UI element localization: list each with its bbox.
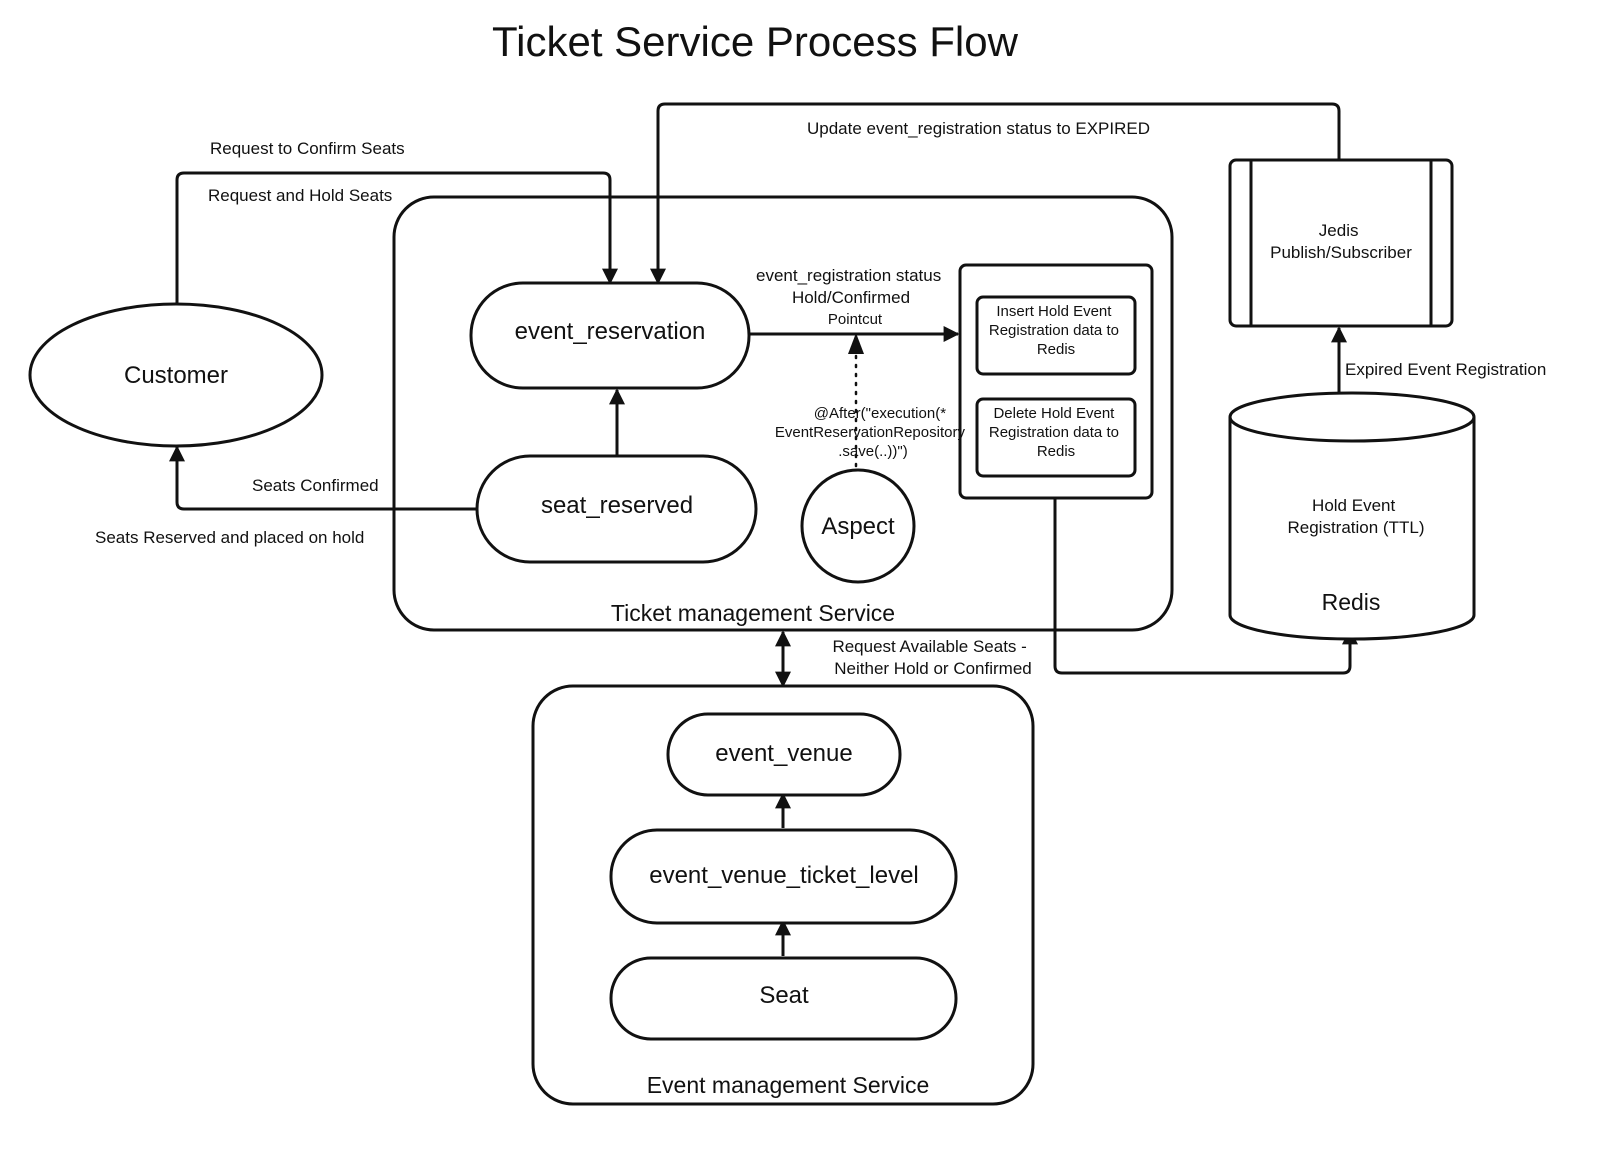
delete-hold-node xyxy=(975,397,1137,478)
redis-content-line-2: Registration (TTL) xyxy=(1288,518,1425,537)
seat-node xyxy=(609,956,958,1041)
delete-hold-line-1: Delete Hold Event xyxy=(993,405,1115,422)
event-venue-node xyxy=(666,712,902,797)
request-available-line-1: Request Available Seats - xyxy=(832,637,1026,656)
insert-hold-line-2: Registration data to xyxy=(989,322,1119,339)
aspect-expression-line-1: @After("execution(* xyxy=(814,405,946,422)
edge-seats-confirmed xyxy=(169,445,477,511)
status-line-1: event_registration status xyxy=(756,266,941,285)
label-expired-event-registration: Expired Event Registration xyxy=(1345,360,1546,379)
label-request-confirm-seats: Request to Confirm Seats xyxy=(210,139,405,158)
label-status-hold-confirmed: event_registration status Hold/Confirmed xyxy=(756,266,946,307)
insert-hold-line-1: Insert Hold Event xyxy=(996,303,1112,320)
aspect-expression-line-3: .save(..))") xyxy=(838,443,908,460)
insert-hold-node xyxy=(975,295,1137,376)
edge-request-confirm-seats xyxy=(175,171,618,305)
label-aspect-expression: @After("execution(* EventReservationRepo… xyxy=(775,405,969,460)
label-request-hold-seats: Request and Hold Seats xyxy=(208,186,392,205)
event-reservation-node xyxy=(469,281,751,390)
label-request-available-seats: Request Available Seats - Neither Hold o… xyxy=(832,637,1031,678)
ticket-management-service-label: Ticket management Service xyxy=(611,600,895,626)
redis-label: Redis xyxy=(1322,589,1381,615)
redis-content-label: Hold Event Registration (TTL) xyxy=(1288,496,1425,537)
insert-hold-line-3: Redis xyxy=(1037,341,1075,358)
customer-node xyxy=(28,302,324,448)
edge-update-expired xyxy=(650,102,1341,285)
seat-label: Seat xyxy=(759,982,809,1009)
redis-content-line-1: Hold Event xyxy=(1312,496,1395,515)
aspect-node xyxy=(800,468,916,584)
label-seats-reserved-hold: Seats Reserved and placed on hold xyxy=(95,528,364,547)
jedis-node xyxy=(1228,158,1454,328)
diagram-title: Ticket Service Process Flow xyxy=(492,18,1019,65)
event-management-service-label: Event management Service xyxy=(647,1072,930,1098)
event-venue-label: event_venue xyxy=(715,740,852,767)
label-seats-confirmed: Seats Confirmed xyxy=(252,476,379,495)
seat-reserved-node xyxy=(475,454,758,564)
status-line-2: Hold/Confirmed xyxy=(792,288,910,307)
redis-database-node xyxy=(1228,417,1476,641)
delete-hold-label: Delete Hold Event Registration data to R… xyxy=(989,405,1123,460)
event-venue-ticket-level-node xyxy=(609,828,958,925)
edge-redis-actions-to-redis xyxy=(1053,493,1358,675)
aspect-expression-line-2: EventReservationRepository xyxy=(775,424,966,441)
delete-hold-line-2: Registration data to xyxy=(989,424,1119,441)
jedis-line-2: Publish/Subscriber xyxy=(1270,243,1412,262)
label-pointcut: Pointcut xyxy=(828,311,883,328)
request-available-line-2: Neither Hold or Confirmed xyxy=(834,659,1031,678)
redis-database-top xyxy=(1228,391,1476,443)
customer-label: Customer xyxy=(124,362,228,389)
pointcut-arrowhead xyxy=(848,333,864,354)
label-update-expired: Update event_registration status to EXPI… xyxy=(807,119,1150,138)
delete-hold-line-3: Redis xyxy=(1037,443,1075,460)
aspect-label: Aspect xyxy=(821,513,895,540)
insert-hold-label: Insert Hold Event Registration data to R… xyxy=(989,303,1123,358)
seat-reserved-label: seat_reserved xyxy=(541,492,693,519)
jedis-label: Jedis Publish/Subscriber xyxy=(1270,221,1412,262)
event-venue-ticket-level-label: event_venue_ticket_level xyxy=(649,862,919,889)
event-reservation-label: event_reservation xyxy=(515,318,706,345)
jedis-line-1: Jedis xyxy=(1319,221,1359,240)
